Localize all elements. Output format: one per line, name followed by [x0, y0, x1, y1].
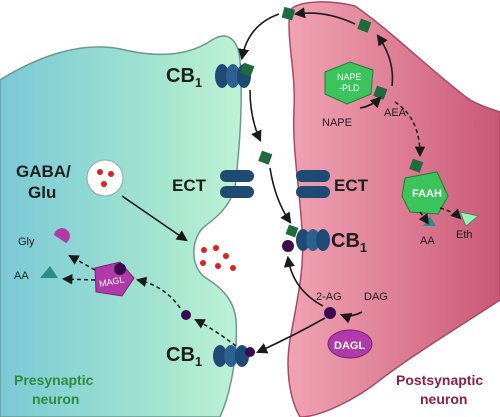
postsynaptic-label-1: Postsynaptic	[396, 372, 483, 388]
arrow-faah-to-eth	[439, 207, 462, 220]
arrow-cb1-bottom-to-2ag	[194, 319, 237, 347]
gaba-glu-label-1: GABA/	[16, 162, 71, 181]
two-ag-molecule	[245, 347, 255, 357]
cb1-receptor-mid	[296, 229, 330, 251]
eth-product-shape	[459, 211, 479, 227]
arrow-top-loop-right	[293, 7, 356, 25]
arrow-faah-to-aa	[418, 211, 430, 225]
two-ag-molecule	[282, 240, 294, 252]
anandamide-molecule	[357, 18, 372, 33]
anandamide-molecule	[285, 224, 299, 238]
arrow-2ag-to-cb1-bottom	[255, 317, 326, 354]
two-ag-molecule	[181, 310, 191, 320]
postsynaptic-neuron-body	[287, 1, 500, 417]
two-ag-molecule	[114, 263, 126, 275]
dagl-enzyme	[327, 329, 373, 359]
dagl-label: DAGL	[334, 340, 365, 352]
eth-label: Eth	[456, 229, 473, 241]
aea-label: AEA	[384, 107, 407, 119]
faah-label: FAAH	[412, 188, 442, 200]
aa-label-post: AA	[420, 235, 435, 247]
gly-label: Gly	[18, 236, 35, 248]
arrow-magl-to-aa	[61, 274, 96, 285]
nape-pld-enzyme	[324, 61, 374, 105]
postsynaptic-label-2: neuron	[420, 391, 467, 407]
cb1-label-bottom: CB1	[166, 344, 202, 369]
arrow-top-loop-left	[238, 13, 280, 61]
magl-label: MAGL	[98, 275, 125, 289]
arrow-aea-up	[376, 34, 394, 87]
two-ag-molecule	[324, 307, 336, 319]
anandamide-molecule	[373, 85, 388, 100]
cb1-label-top: CB1	[166, 65, 202, 90]
ect-transporter-post	[296, 170, 330, 198]
two-ag-label: 2-AG	[316, 291, 342, 303]
ect-transporter-pre	[220, 170, 254, 198]
aa-label-pre: AA	[14, 270, 29, 282]
nape-pld-label-1: NAPE	[337, 72, 362, 82]
arrow-to-cb1-mid	[269, 167, 292, 224]
gaba-glu-label-2: Glu	[28, 183, 56, 202]
arrow-2ag-up	[283, 255, 324, 307]
arrow-cb1-down	[249, 89, 262, 143]
presynaptic-label-2: neuron	[32, 391, 79, 407]
gly-product-shape	[54, 228, 70, 243]
arrow-nape-to-aea	[359, 96, 382, 109]
arrow-magl-to-gly	[68, 254, 96, 271]
presynaptic-label-1: Presynaptic	[14, 372, 94, 388]
ect-label-pre: ECT	[172, 176, 207, 195]
cb1-label-mid: CB1	[331, 230, 367, 255]
dag-label: DAG	[364, 291, 388, 303]
arrow-aea-to-faah	[394, 101, 426, 158]
arrow-dag-to-2ag	[339, 311, 363, 324]
arrow-vesicle-release	[121, 195, 188, 242]
vesicle	[86, 159, 124, 197]
nape-label: NAPE	[322, 117, 352, 129]
anandamide-molecule	[281, 6, 296, 21]
aa-product-shape-pre	[40, 266, 58, 278]
anandamide-molecule	[240, 62, 255, 77]
faah-enzyme	[401, 171, 449, 215]
released-neurotransmitter	[200, 245, 236, 271]
anandamide-molecule	[409, 158, 424, 173]
nape-pld-label-2: -PLD	[339, 83, 360, 93]
anandamide-molecule	[258, 150, 273, 165]
ect-label-post: ECT	[334, 176, 369, 195]
cb1-receptor-bottom	[213, 345, 249, 367]
presynaptic-neuron-body	[0, 35, 242, 417]
